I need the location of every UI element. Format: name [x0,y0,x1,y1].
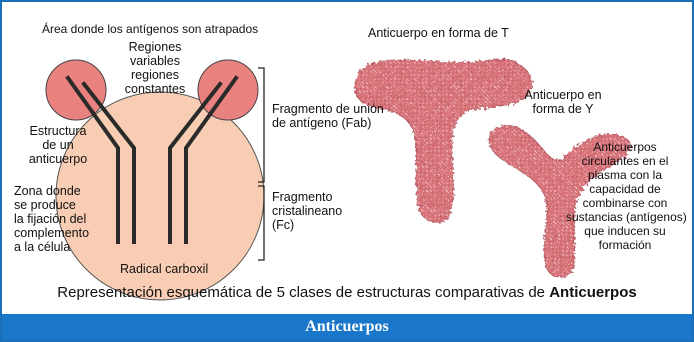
figure-caption-text: Representación esquemática de 5 clases d… [57,284,550,301]
label-circulating-l4: capacidad de [589,182,661,196]
figure-caption-bold: Anticuerpos [549,284,637,301]
label-fab: Fragmento de unión de antígeno (Fab) [272,102,384,130]
brackets [258,67,265,261]
label-y-antibody-l1: Anticuerpo en [524,88,602,102]
label-carboxyl: Radical carboxil [120,262,209,276]
label-y-antibody: Anticuerpo en forma de Y [518,88,608,116]
label-fc-l2: cristalineano [272,204,343,218]
label-structure-l2: de un [42,138,74,152]
title-bar: Anticuerpos [2,314,692,340]
label-fab-l2: de antígeno (Fab) [272,116,372,130]
label-structure: Estructura de un anticuerpo [22,124,94,166]
label-circulating-l7: que inducen su [584,224,666,238]
label-structure-l1: Estructura [29,124,87,138]
label-constant-regions: regiones [131,68,179,82]
label-circulating-l3: plasma con la [587,168,663,182]
label-zone-l2: se produce [14,198,76,212]
label-zone-l3: la fijación del [14,212,87,226]
label-variable-regions: Regiones variables regiones constantes [115,40,195,96]
label-circulating-l2: circulantes en el [581,154,669,168]
label-fab-l1: Fragmento de unión [272,102,384,116]
label-structure-l3: anticuerpo [28,152,88,166]
label-area-trapped: Área donde los antígenos son atrapados [42,22,259,36]
label-fc-l3: (Fc) [272,218,295,232]
label-fc-l1: Fragmento [272,190,333,204]
label-zone-l1: Zona donde [14,184,81,198]
label-variable-regions-l1: Regiones [128,40,182,54]
label-zone: Zona donde se produce la fijación del co… [14,184,89,254]
y-structure [65,75,239,244]
label-circulating-l5: combinarse con [582,196,668,210]
figure-caption: Representación esquemática de 5 clases d… [2,284,692,301]
label-circulating-l6: sustancias (antígenos) [566,210,687,224]
label-variable-regions-l2: variables [129,54,181,68]
label-y-antibody-l2: forma de Y [532,102,594,116]
label-t-antibody: Anticuerpo en forma de T [368,26,509,40]
label-zone-l4: complemento [14,226,90,240]
antibody-diagram [45,58,631,301]
label-circulating-l8: formación [598,238,652,252]
label-circulating: Anticuerpos circulantes en el plasma con… [566,140,687,252]
label-zone-l5: a la célula [14,240,71,254]
label-fc: Fragmento cristalineano (Fc) [272,190,342,232]
label-circulating-l1: Anticuerpos [593,140,657,154]
label-constant-regions-l2: constantes [124,82,186,96]
diagram-panel: Área donde los antígenos son atrapados R… [10,6,687,312]
y-shaped-antibody [488,124,631,278]
t-shaped-antibody [354,58,533,223]
